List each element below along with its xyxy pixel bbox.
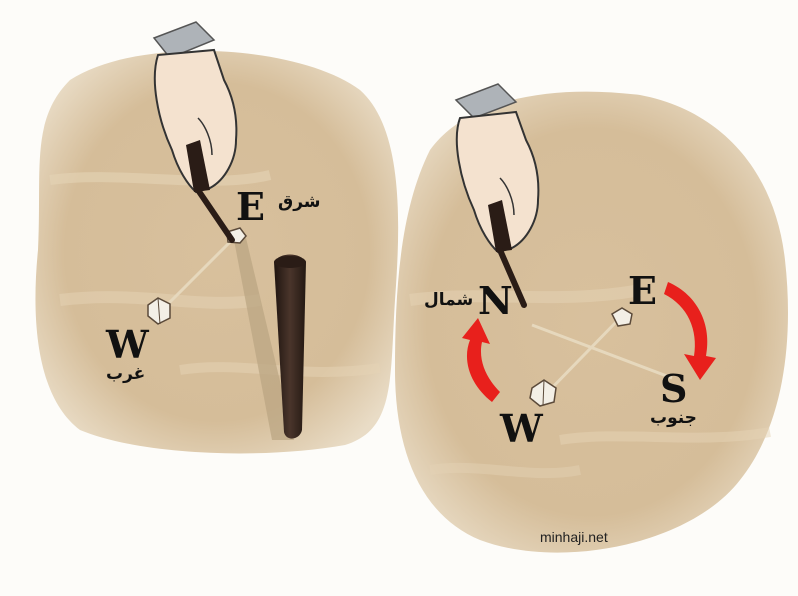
- east-arabic-label-left: شرق: [278, 192, 321, 212]
- pebble-east-right: [611, 307, 633, 327]
- west-label-right: W: [500, 406, 543, 451]
- left-ground-patch: [35, 50, 399, 454]
- east-label-left: E: [236, 184, 265, 229]
- pebble-west-left: [147, 297, 171, 325]
- stick-shadow: [234, 238, 294, 440]
- north-label-right: N: [478, 278, 513, 323]
- west-label-left: W: [106, 322, 149, 367]
- east-label-right: E: [628, 268, 657, 313]
- arrow-east-to-south: [664, 282, 716, 380]
- north-arabic-label-right: شمال: [424, 290, 474, 310]
- pebble-west-right: [529, 379, 557, 407]
- hand-right: [454, 83, 540, 308]
- south-label-right: S: [660, 366, 688, 411]
- upright-stick: [274, 254, 306, 439]
- hand-left: [152, 21, 238, 243]
- arrow-west-to-north: [462, 318, 500, 402]
- west-arabic-label-left: غرب: [106, 364, 146, 384]
- right-ground-patch: [395, 91, 788, 553]
- credit-text: minhaji.net: [540, 529, 608, 545]
- south-arabic-label-right: جنوب: [650, 408, 697, 428]
